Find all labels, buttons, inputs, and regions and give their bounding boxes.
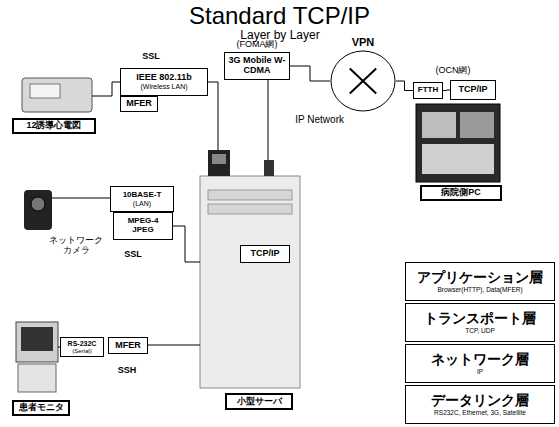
diagram-title: Standard TCP/IP: [0, 2, 559, 30]
pda-device: [208, 150, 230, 176]
node-text: ネットワーク層: [431, 352, 529, 367]
node-text: MFER: [126, 99, 152, 109]
node-text: FTTH: [418, 86, 438, 95]
ecg-device: [22, 78, 92, 112]
component-box: RS-232C(Serial): [60, 337, 104, 357]
vpn-circle: [331, 51, 395, 111]
node-text: 病院側PC: [441, 188, 481, 198]
component-box: 病院側PC: [420, 185, 502, 201]
wire: [92, 82, 120, 96]
annotation-label: SSL: [136, 52, 166, 62]
server-bay: [208, 190, 292, 200]
mobile-card: [264, 160, 274, 176]
annotation-label: ネットワーク カメラ: [46, 236, 106, 256]
component-box: MPEG-4 JPEG: [113, 212, 173, 240]
node-text: TCP, UDP: [465, 327, 495, 334]
camera-lens: [31, 197, 45, 211]
component-box: トランスポート層TCP, UDP: [405, 303, 555, 342]
component-box: MFER: [108, 337, 148, 354]
node-text: RS-232C: [68, 340, 97, 348]
wire: [171, 226, 200, 262]
camera-body: [24, 190, 52, 230]
pda-screen: [212, 154, 226, 164]
wire: [208, 82, 218, 150]
component-box: IEEE 802.11b(Wireless LAN): [120, 68, 208, 96]
server-tower: [200, 176, 300, 388]
node-text: 患者モニタ: [19, 403, 64, 413]
node-text: (Wireless LAN): [140, 83, 187, 91]
pc-screen: [416, 104, 500, 182]
monitor-base: [18, 364, 56, 392]
node-text: 小型サーバ: [237, 397, 282, 407]
annotation-label: SSH: [112, 366, 142, 376]
node-text: (LAN): [133, 200, 151, 208]
component-box: ネットワーク層IP: [405, 344, 555, 383]
server-bay: [208, 204, 292, 214]
node-text: アプリケーション層: [417, 270, 543, 285]
node-text: 12誘導心電図: [26, 121, 81, 131]
node-text: (Serial): [72, 348, 91, 355]
node-text: IP: [477, 368, 483, 375]
node-text: RS232C, Ethernet, 3G, Satellite: [434, 409, 526, 416]
pc-window: [422, 112, 456, 138]
node-text: 10BASE-T: [123, 191, 162, 200]
node-text: IEEE 802.11b: [136, 73, 192, 83]
pc-window: [422, 144, 494, 174]
component-box: 10BASE-T(LAN): [110, 186, 174, 212]
node-text: IP Network: [295, 114, 344, 125]
node-text: データリンク層: [431, 393, 529, 408]
vpn-cross: [350, 69, 376, 94]
component-box: MFER: [120, 96, 158, 112]
network-circle: VPNIP Network: [330, 50, 396, 112]
monitor-body: [16, 322, 58, 362]
wire: [268, 80, 269, 160]
component-box: 患者モニタ: [12, 400, 70, 416]
annotation-label: (FOMA網): [222, 40, 292, 50]
node-text: 3G Mobile W-CDMA: [227, 56, 287, 76]
component-box: TCP/IP: [450, 80, 496, 100]
connector-line: [290, 66, 330, 81]
component-box: データリンク層RS232C, Ethernet, 3G, Satellite: [405, 385, 555, 424]
component-box: アプリケーション層Browser(HTTP), Data(MFER): [405, 262, 555, 301]
node-text: TCP/IP: [250, 249, 279, 259]
node-text: Browser(HTTP), Data(MFER): [437, 286, 522, 293]
component-box: 小型サーバ: [225, 393, 293, 410]
node-text: MPEG-4 JPEG: [116, 217, 170, 235]
component-box: 12誘導心電図: [12, 118, 96, 134]
component-box: FTTH: [413, 82, 443, 99]
pc-window: [460, 112, 494, 138]
monitor-screen: [21, 327, 53, 351]
connector-line: [443, 90, 450, 92]
wire: [52, 198, 110, 199]
node-text: トランスポート層: [424, 311, 536, 326]
wire: [148, 345, 200, 346]
annotation-label: SSL: [118, 250, 148, 260]
node-text: TCP/IP: [458, 85, 487, 95]
connector-line: [396, 81, 413, 91]
node-text: MFER: [115, 341, 141, 351]
component-box: 3G Mobile W-CDMA: [224, 52, 290, 80]
vpn-symbol: [330, 50, 396, 112]
annotation-label: (OCN網): [418, 66, 488, 76]
ecg-screen: [30, 84, 60, 98]
component-box: TCP/IP: [240, 245, 290, 263]
node-text: VPN: [330, 36, 396, 48]
vpn-cross: [350, 69, 376, 94]
